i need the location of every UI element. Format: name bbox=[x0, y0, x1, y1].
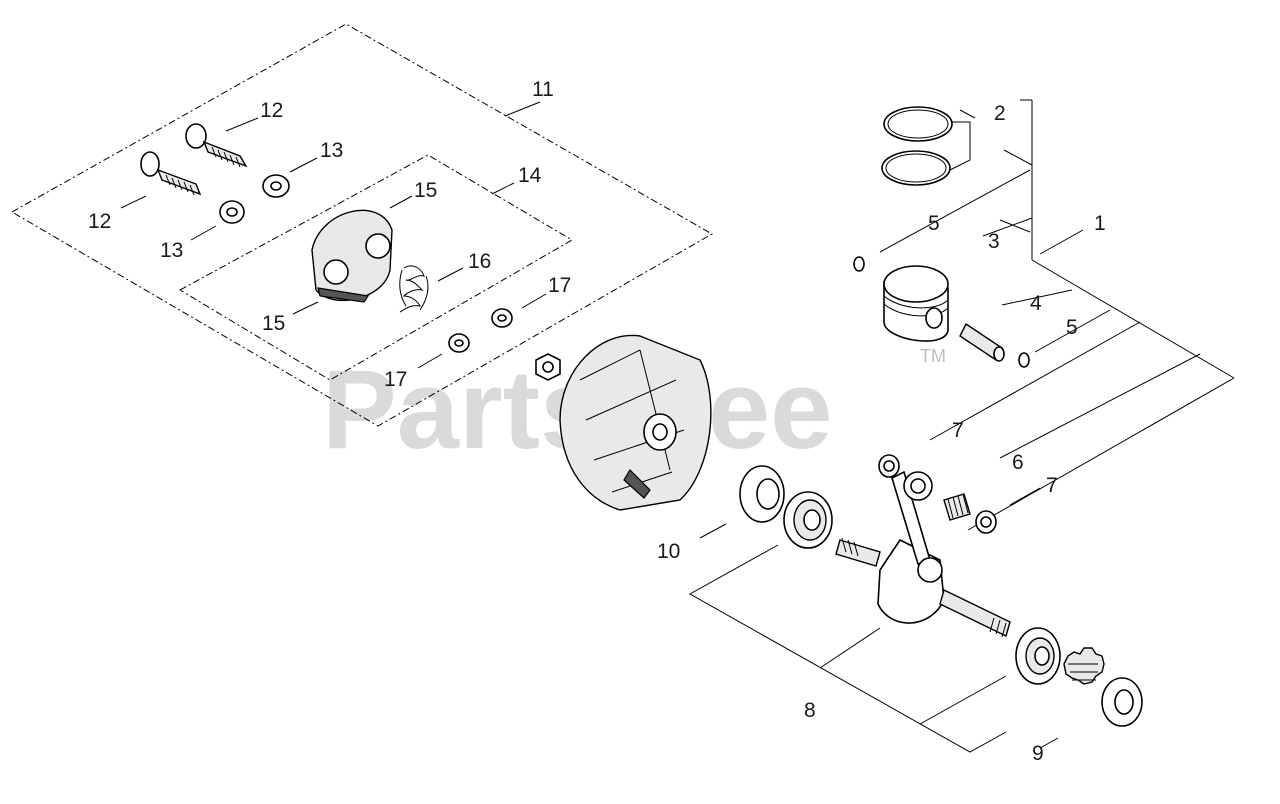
callout-2: 2 bbox=[994, 102, 1006, 125]
callout-17-left: 17 bbox=[384, 368, 407, 391]
part-12-clutch-bolt-lower bbox=[140, 151, 202, 196]
part-7-needle-washer-upper bbox=[878, 454, 900, 478]
callout-12-lower: 12 bbox=[88, 210, 111, 233]
part-13-washer-upper bbox=[262, 174, 290, 198]
part-15-clutch-shoes bbox=[311, 209, 393, 303]
part-10-bearing-inner bbox=[783, 491, 833, 549]
part-5-circlip-lower bbox=[1018, 352, 1030, 368]
callout-6: 6 bbox=[1012, 451, 1024, 474]
callout-14: 14 bbox=[518, 164, 542, 187]
callout-13-lower: 13 bbox=[160, 239, 183, 262]
callout-11: 11 bbox=[532, 78, 554, 101]
callout-3: 3 bbox=[988, 230, 1000, 253]
part-8-crankshaft bbox=[835, 470, 1011, 638]
callout-17-right: 17 bbox=[548, 274, 571, 297]
callout-15-lower: 15 bbox=[262, 312, 285, 335]
part-9-drive-gear bbox=[1063, 647, 1105, 685]
part-12-clutch-bolt-upper bbox=[185, 123, 248, 168]
leader-lines bbox=[120, 101, 1201, 749]
callout-16: 16 bbox=[468, 250, 491, 273]
callout-9: 9 bbox=[1032, 742, 1044, 765]
callout-7-upper: 7 bbox=[952, 419, 964, 442]
watermark-tm: TM bbox=[920, 346, 946, 366]
part-7-needle-washer-lower bbox=[975, 510, 997, 534]
callout-labels: 11 12 12 13 13 14 15 15 16 17 17 2 5 3 1… bbox=[88, 78, 1106, 765]
callout-10: 10 bbox=[657, 540, 680, 563]
part-3-piston bbox=[883, 265, 949, 342]
part-10-bearing-outer bbox=[739, 465, 785, 523]
part-17-washer-right bbox=[491, 308, 513, 328]
part-flywheel bbox=[559, 334, 712, 511]
part-9-bearing-pto bbox=[1015, 627, 1061, 685]
group-bracket-8 bbox=[688, 544, 1007, 753]
group-frame-11 bbox=[10, 23, 714, 427]
part-2-piston-rings bbox=[881, 106, 953, 186]
part-5-circlip-upper bbox=[853, 256, 865, 272]
part-6-needle-bearing bbox=[943, 493, 971, 521]
part-16-clutch-spring bbox=[399, 265, 429, 313]
part-9-oil-seal bbox=[1101, 677, 1143, 727]
group-bracket-1 bbox=[967, 99, 1235, 531]
part-flywheel-nut bbox=[535, 353, 561, 381]
callout-12-upper: 12 bbox=[260, 99, 283, 122]
part-4-piston-pin bbox=[959, 322, 1005, 362]
part-13-washer-lower bbox=[219, 200, 245, 224]
callout-1: 1 bbox=[1094, 212, 1106, 235]
callout-5-upper: 5 bbox=[928, 212, 940, 235]
callout-4: 4 bbox=[1030, 292, 1042, 315]
callout-13-upper: 13 bbox=[320, 139, 343, 162]
callout-8: 8 bbox=[804, 699, 816, 722]
part-17-washer-left bbox=[448, 333, 470, 353]
callout-7-lower: 7 bbox=[1046, 474, 1058, 497]
callout-5-lower: 5 bbox=[1066, 316, 1078, 339]
callout-15-upper: 15 bbox=[414, 179, 437, 202]
